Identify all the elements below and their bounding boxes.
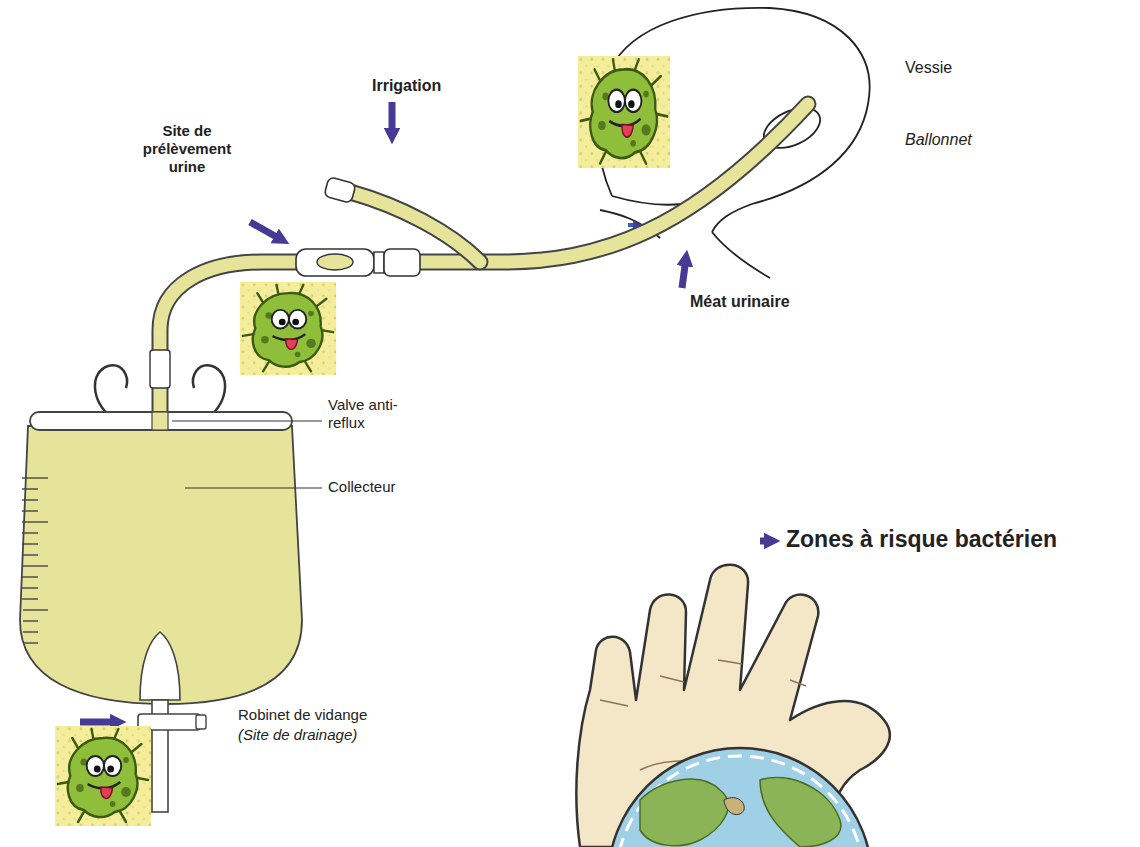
graduation-mark <box>22 510 38 511</box>
graduation-mark <box>23 620 38 621</box>
organ-label: Vessie <box>905 58 952 77</box>
graduation-mark <box>22 499 38 500</box>
irrigation-cap <box>324 177 356 204</box>
graduation-mark <box>22 477 48 478</box>
legend-text: Zones à risque bactérien <box>786 526 1057 554</box>
germ-icon <box>578 56 670 168</box>
part-label: Méat urinaire <box>690 292 790 311</box>
graduation-mark <box>22 543 38 544</box>
graduation-mark <box>23 642 38 643</box>
meatus-arrow <box>628 223 638 227</box>
graduation-mark <box>22 587 38 588</box>
graduation-mark <box>22 521 48 522</box>
port-label: Site de prélèvement urine <box>128 122 246 176</box>
port-label: Irrigation <box>372 76 441 95</box>
graduation-mark <box>22 532 38 533</box>
hand-globe <box>576 565 889 847</box>
part-label: Collecteur <box>328 478 396 496</box>
germ-icon <box>55 726 151 826</box>
sampling-site <box>150 249 420 388</box>
graduation-mark <box>22 554 38 555</box>
graduation-mark <box>22 488 38 489</box>
part-label: Robinet de vidange <box>238 706 367 724</box>
graduation-mark <box>22 598 38 599</box>
leader-lines <box>172 421 322 488</box>
graduation-mark <box>23 609 48 610</box>
part-label: (Site de drainage) <box>238 726 357 744</box>
graduation-mark <box>22 565 48 566</box>
graduation-mark <box>22 576 38 577</box>
germ-icon <box>240 282 336 375</box>
graduation-mark <box>23 631 38 632</box>
part-label: Ballonnet <box>905 130 972 149</box>
part-label: Valve anti-reflux <box>328 396 424 432</box>
